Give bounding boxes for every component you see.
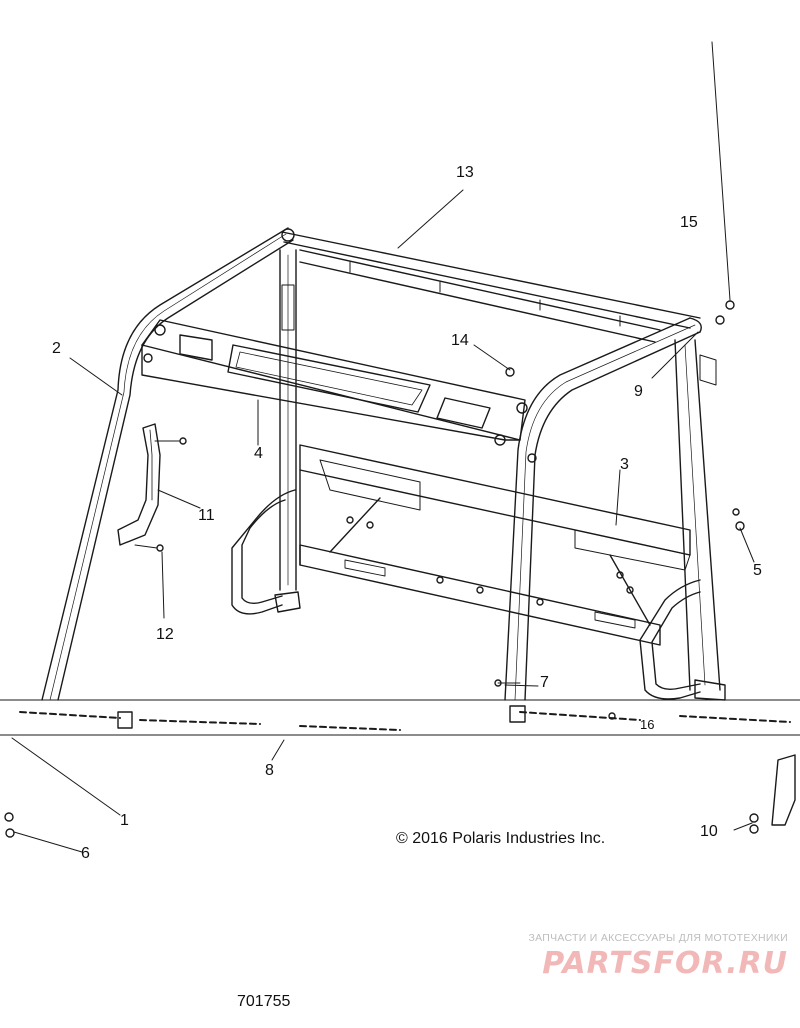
rear-left-post — [279, 249, 297, 591]
callout-15: 15 — [680, 214, 698, 231]
callout-6: 6 — [81, 845, 90, 862]
callout-1: 1 — [120, 812, 129, 829]
callout-13: 13 — [456, 164, 474, 181]
callout-10: 10 — [700, 823, 718, 840]
fasteners — [494, 300, 745, 720]
callout-7: 7 — [540, 674, 549, 691]
watermark-logo: PARTSFOR.RU — [542, 946, 788, 981]
callout-2: 2 — [52, 340, 61, 357]
callout-4: 4 — [254, 445, 263, 462]
callout-11: 11 — [198, 507, 215, 524]
front-cross-panel — [141, 319, 528, 446]
callout-12: 12 — [156, 626, 174, 643]
callout-14: 14 — [451, 332, 469, 349]
callout-5: 5 — [753, 562, 762, 579]
callout-16: 16 — [640, 717, 655, 732]
copyright-notice: © 2016 Polaris Industries Inc. — [396, 830, 606, 847]
drawing-number: 701755 — [237, 993, 291, 1010]
callout-8: 8 — [265, 762, 274, 779]
right-front-pillar — [504, 317, 702, 701]
lower-right-bracket — [749, 754, 796, 834]
watermark: ЗАПЧАСТИ И АКСЕССУАРЫ ДЛЯ МОТОТЕХНИКИ PA… — [488, 932, 788, 981]
rear-top-tube — [281, 231, 701, 343]
left-grab-loop — [231, 489, 301, 615]
callout-9: 9 — [634, 383, 643, 400]
rear-bracket-panel — [299, 444, 691, 646]
leader-lines — [11, 41, 755, 853]
callout-3: 3 — [620, 456, 629, 473]
right-grab-loop — [639, 579, 701, 700]
rear-right-post — [674, 339, 726, 701]
watermark-tagline: ЗАПЧАСТИ И АКСЕССУАРЫ ДЛЯ МОТОТЕХНИКИ — [528, 932, 788, 944]
grab-handle — [117, 423, 187, 552]
left-lower-hardware — [4, 812, 15, 838]
bottom-frame-strip — [0, 699, 800, 736]
